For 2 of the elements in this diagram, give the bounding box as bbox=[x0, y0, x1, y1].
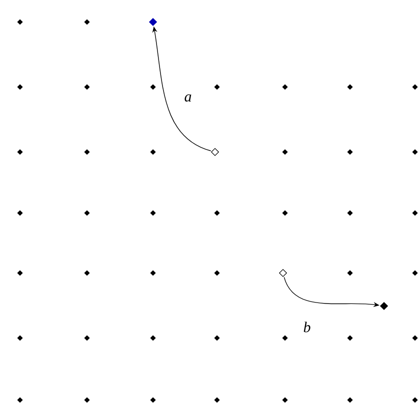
edge-label: a bbox=[184, 94, 192, 102]
edge-label: b bbox=[304, 322, 310, 332]
